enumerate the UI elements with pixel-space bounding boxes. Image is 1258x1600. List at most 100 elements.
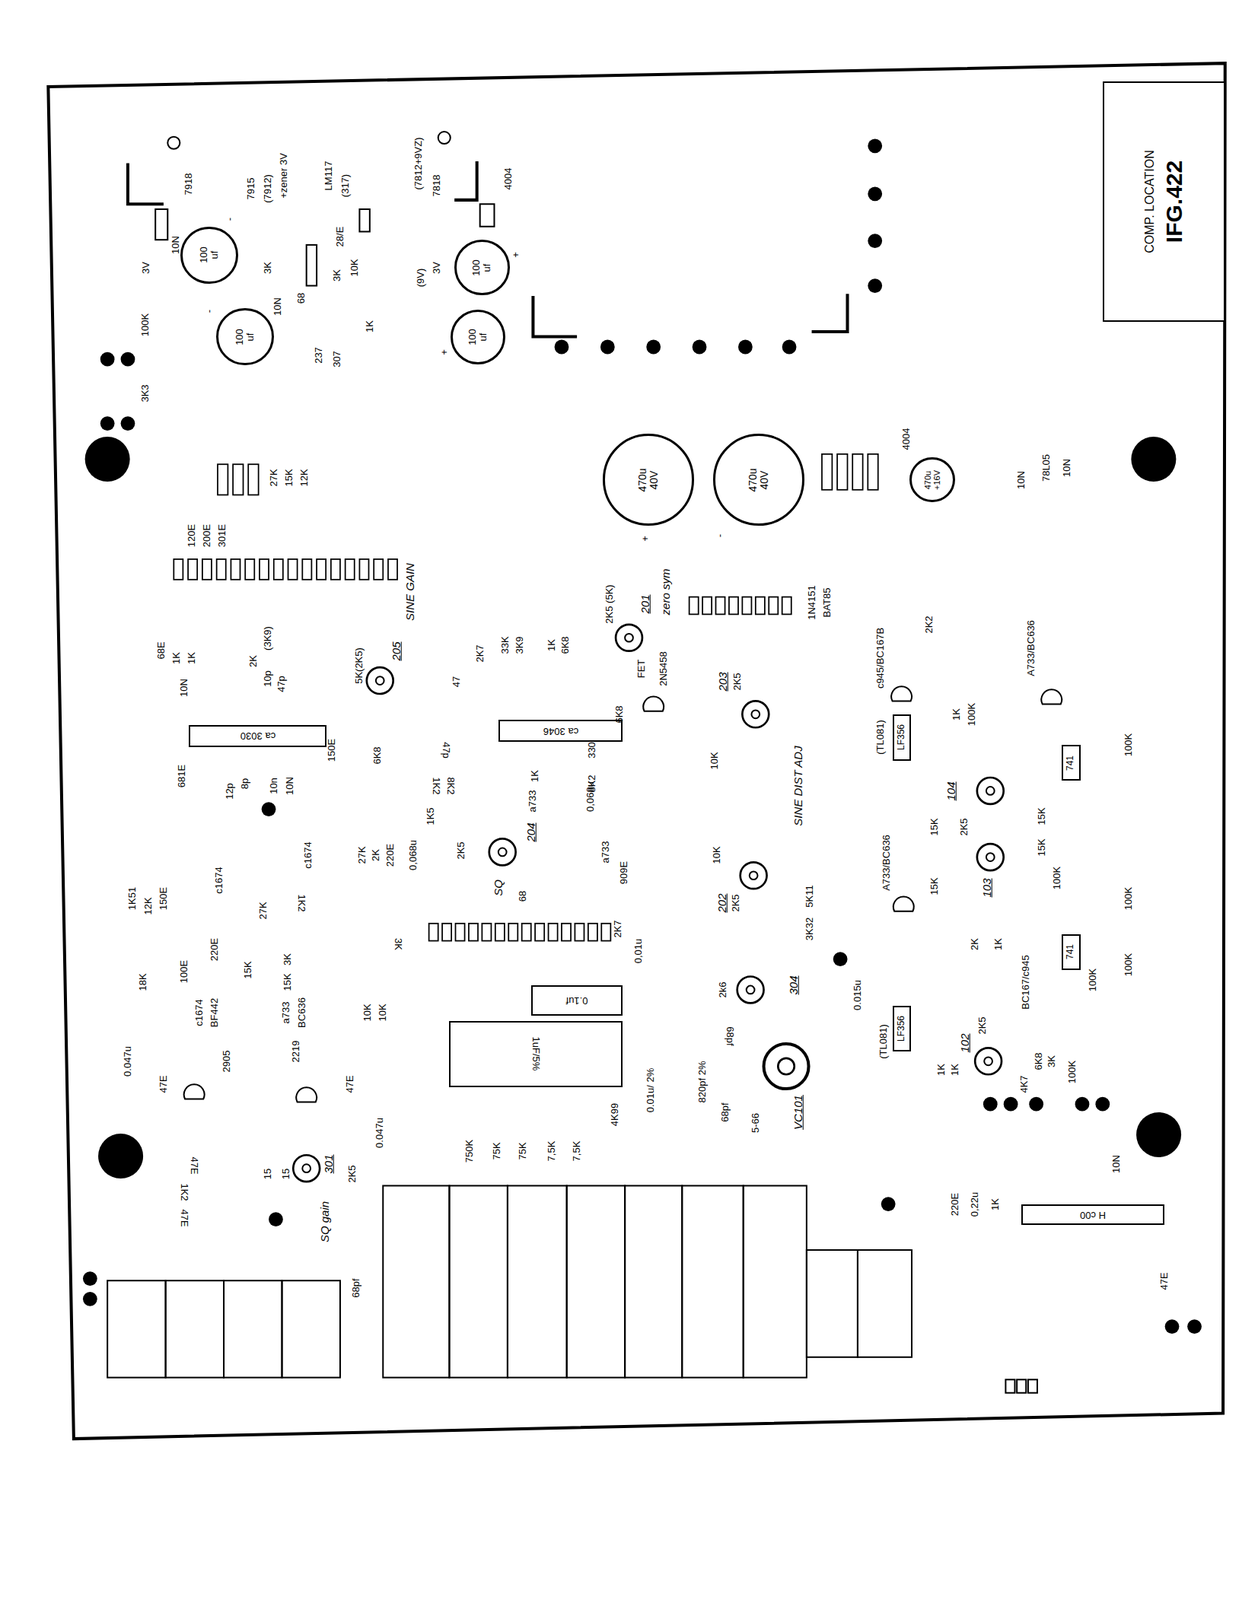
part-label: 10K [711, 847, 723, 865]
pad-ring [438, 131, 451, 144]
resistor-symbol [755, 597, 765, 615]
solder-pad [100, 352, 115, 367]
resistor-symbol [548, 923, 558, 942]
part-label: 47 [451, 676, 462, 688]
part-label: 3K [1046, 1055, 1058, 1068]
resistor-symbol [288, 559, 298, 580]
part-label: 75K [491, 1143, 503, 1161]
trimpot-wiper [749, 871, 758, 880]
part-label: 1K [949, 1063, 960, 1077]
part-label: 47p [276, 675, 287, 693]
solder-pad [782, 340, 797, 355]
part-label: 820pf 2% [697, 1061, 708, 1104]
part-label: 68pf [724, 1026, 736, 1046]
part-label: 301E [216, 524, 228, 548]
resistor-symbol [522, 923, 532, 942]
part-label: 220E [949, 1193, 960, 1217]
part-label: 0,01u [632, 939, 644, 965]
trimpot-wiper [751, 710, 760, 719]
part-value: 1uF/5% [530, 1037, 542, 1072]
switch-block [223, 1280, 282, 1378]
resistor-symbol [768, 597, 778, 615]
callout-number: 204 [524, 822, 538, 842]
function-label: zero sym [659, 569, 673, 616]
solder-pad [600, 340, 615, 355]
resistor-symbol [852, 454, 863, 491]
trimpot-wiper [986, 853, 995, 862]
resistor-symbol [429, 923, 439, 942]
part-label: 7918 [183, 172, 195, 195]
part-value: 470u 40V [747, 464, 771, 496]
part-label: 68pf [719, 1103, 730, 1123]
resistor-symbol [535, 923, 545, 942]
part-label: 2K [370, 849, 382, 862]
part-label: 150E [326, 738, 338, 762]
part-label: 0,22u [969, 1192, 981, 1218]
part-label: 68pf [350, 1279, 362, 1299]
node-text-frame: 741 [1066, 944, 1077, 960]
trimpot-symbol [366, 667, 394, 695]
part-label: 2K5 [347, 1165, 358, 1183]
electrolytic-capacitor: 470u +16V [909, 457, 955, 503]
trimpot-wiper [986, 786, 995, 796]
part-label: 12p [224, 783, 236, 800]
part-value: 100 uf [471, 257, 494, 278]
resistor-symbol [716, 597, 726, 615]
resistor-symbol [468, 923, 478, 942]
switch-block [806, 1250, 858, 1358]
part-label: + [438, 349, 450, 356]
part-label: 4004 [901, 427, 912, 450]
solder-pad [881, 1197, 896, 1212]
solder-pad [121, 352, 136, 367]
transistor-outline [643, 697, 664, 712]
resistor-symbol [837, 454, 848, 491]
part-label: 15K [929, 877, 940, 895]
mounting-hole [98, 1133, 144, 1179]
solder-pad [121, 416, 136, 431]
resistor-symbol [588, 923, 598, 942]
part-label: 100K [139, 312, 150, 336]
part-label: 15K [929, 818, 940, 836]
pad-ring [167, 136, 180, 150]
part-label: 8K2 [445, 777, 456, 796]
solder-pad [100, 416, 115, 431]
resistor-symbol [217, 464, 228, 495]
resistor-symbol [245, 559, 255, 580]
resistor-symbol [729, 597, 739, 615]
part-label: LM117 [323, 160, 335, 191]
resistor-symbol [455, 923, 465, 942]
part-label: 2219 [290, 1041, 302, 1064]
part-label: 15K [283, 468, 295, 487]
ic-outline: ca 3046 [498, 719, 624, 743]
part-label: 10N [1110, 1155, 1122, 1174]
ic-outline: LF356 [892, 1006, 911, 1052]
part-label: 330 [586, 742, 598, 759]
part-label: 10N [284, 777, 296, 796]
trimpot-wiper [746, 986, 755, 995]
part-value: LF356 [896, 1015, 907, 1042]
pad-row [1016, 1379, 1026, 1393]
part-label: 4K7 [1019, 1075, 1030, 1093]
part-label: 2K7 [474, 644, 485, 663]
node-text-frame: 100 uf [234, 327, 257, 348]
solder-pad [867, 138, 883, 153]
part-value: 0.1uf [566, 995, 589, 1007]
part-label: 10N [170, 235, 182, 255]
part-label: (TL081) [874, 719, 886, 755]
part-label: (3K9) [261, 626, 273, 651]
trimpot-wiper [302, 1164, 311, 1173]
part-label: 2K5 (5K) [604, 585, 615, 625]
resistor-symbol [561, 923, 571, 942]
trimpot-symbol [977, 777, 1004, 805]
part-label: 15K [242, 961, 254, 979]
part-label: 68E [156, 641, 167, 660]
part-label: 2K [969, 938, 981, 951]
part-label: 0.015u [852, 980, 864, 1011]
part-label: (7812+9VZ) [413, 136, 424, 190]
resistor-symbol [331, 559, 341, 580]
part-label: 3K32 [804, 917, 816, 941]
ic-outline: H c00 [1021, 1204, 1165, 1226]
switch-block [281, 1280, 340, 1378]
part-label: 2K5 [977, 1017, 988, 1036]
